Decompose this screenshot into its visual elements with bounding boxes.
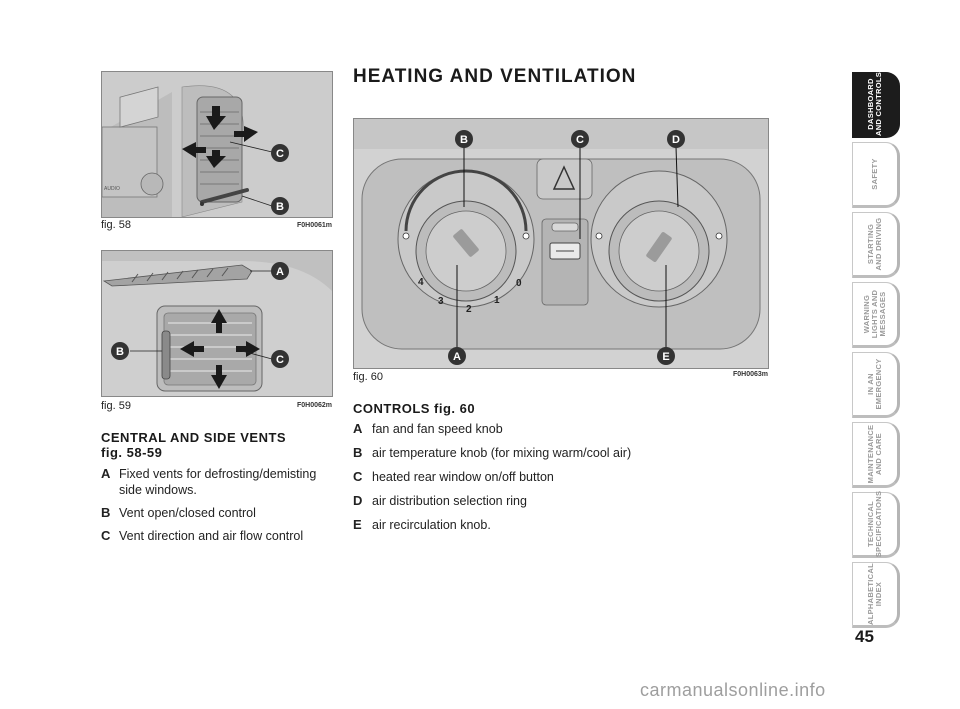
watermark: carmanualsonline.info [640,680,826,700]
controls-section: CONTROLS fig. 60 A fan and fan speed kno… [353,401,763,541]
chapter-tabs: DASHBOARD AND CONTROLS SAFETY STARTING A… [852,72,900,632]
fan-speed-4: 4 [418,277,424,288]
figure-58: AUDIO C B [101,71,333,218]
vent-key-c: C [101,528,111,543]
fig60-callout-c: C [576,134,584,146]
control-item-d: D air distribution selection ring [353,493,763,509]
tab-alphabetical-index[interactable]: ALPHABETICAL INDEX [852,562,900,628]
tab-dashboard-and-controls[interactable]: DASHBOARD AND CONTROLS [852,72,900,138]
fig-58-illustration: AUDIO C B [102,72,332,217]
section-title: HEATING AND VENTILATION [353,66,637,87]
tab-label: MAINTENANCE AND CARE [866,424,883,484]
fig-58-code: F0H0061m [296,222,332,229]
vent-text-a: Fixed vents for defrosting/demisting sid… [119,467,317,497]
control-key-a: A [353,421,363,436]
control-text-a: fan and fan speed knob [372,422,503,436]
control-key-b: B [353,445,363,460]
tab-label: SAFETY [870,158,879,190]
control-text-b: air temperature knob (for mixing warm/co… [372,446,632,460]
vent-text-c: Vent direction and air flow control [119,529,304,543]
fig60-callout-b: B [460,134,468,146]
tab-starting-and-driving[interactable]: STARTING AND DRIVING [852,212,900,278]
tab-warning-lights[interactable]: WARNING LIGHTS AND MESSAGES [852,282,900,348]
fig-60-code: F0H0063m [732,371,768,378]
tab-label: WARNING LIGHTS AND MESSAGES [862,289,887,339]
control-key-c: C [353,469,363,484]
fan-speed-2: 2 [466,304,472,315]
tab-label: IN AN EMERGENCY [866,358,883,410]
control-text-c: heated rear window on/off button [372,470,554,484]
control-key-e: E [353,517,362,532]
control-item-a: A fan and fan speed knob [353,421,763,437]
control-text-e: air recirculation knob. [372,518,491,532]
fig-59-code: F0H0062m [296,402,332,409]
vents-heading-ref: fig. 58-59 [101,445,163,460]
fig58-callout-c: C [276,148,284,160]
fan-speed-3: 3 [438,296,444,307]
tab-maintenance-and-care[interactable]: MAINTENANCE AND CARE [852,422,900,488]
fig-60-illustration: 4 3 2 1 0 [354,119,768,368]
vent-key-a: A [101,466,111,481]
fig59-callout-a: A [276,266,284,278]
tab-technical-specifications[interactable]: TECHNICAL SPECIFICATIONS [852,490,900,558]
figure-60: 4 3 2 1 0 [353,118,769,369]
tab-label: STARTING AND DRIVING [866,217,883,271]
fig58-audio-label: AUDIO [104,186,120,192]
tab-label: TECHNICAL SPECIFICATIONS [866,490,883,558]
fig60-callout-d: D [672,134,680,146]
fig60-callout-e: E [662,351,669,363]
vent-key-b: B [101,505,111,520]
fig-58-caption: fig. 58 [101,219,131,231]
fig-59-caption: fig. 59 [101,400,131,412]
control-text-d: air distribution selection ring [372,494,527,508]
vents-section: CENTRAL AND SIDE VENTS fig. 58-59 A Fixe… [101,430,336,551]
fig-59-illustration: A B C [102,251,332,396]
fig-60-caption: fig. 60 [353,371,383,383]
figure-59: A B C [101,250,333,397]
fig59-callout-c: C [276,354,284,366]
vents-heading: CENTRAL AND SIDE VENTS [101,430,287,445]
fan-speed-1: 1 [494,295,500,306]
control-item-e: E air recirculation knob. [353,517,763,533]
vent-text-b: Vent open/closed control [119,506,256,520]
vent-item-c: C Vent direction and air flow control [101,528,336,544]
vent-item-b: B Vent open/closed control [101,505,336,521]
vent-item-a: A Fixed vents for defrosting/demisting s… [101,466,336,498]
tab-label: DASHBOARD AND CONTROLS [866,71,883,137]
control-key-d: D [353,493,363,508]
fig60-callout-a: A [453,351,461,363]
tab-in-an-emergency[interactable]: IN AN EMERGENCY [852,352,900,418]
tab-safety[interactable]: SAFETY [852,142,900,208]
controls-heading: CONTROLS fig. 60 [353,401,476,416]
fig59-callout-b: B [116,346,124,358]
tab-label: ALPHABETICAL INDEX [866,563,883,625]
page-number: 45 [855,627,874,646]
control-item-b: B air temperature knob (for mixing warm/… [353,445,763,461]
control-item-c: C heated rear window on/off button [353,469,763,485]
fig58-callout-b: B [276,201,284,213]
fan-speed-0: 0 [516,278,522,289]
